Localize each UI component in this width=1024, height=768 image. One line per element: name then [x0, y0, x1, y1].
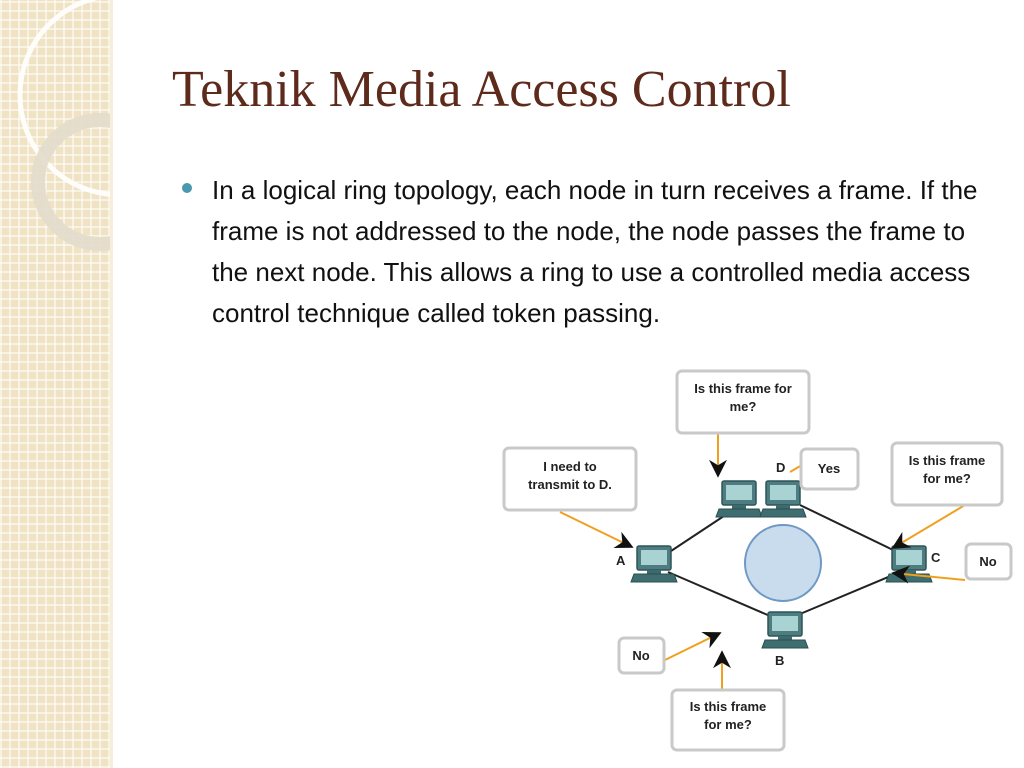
callout-d: Is this frame for me? [675, 369, 811, 435]
callout-a-line1: I need to [543, 459, 597, 474]
callout-b-reply: No [617, 636, 666, 675]
callout-b: Is this frame for me? [670, 688, 786, 752]
bullet-icon [182, 183, 192, 193]
callout-arrows [559, 433, 966, 693]
callout-b-line2: for me? [704, 717, 752, 732]
computer-d1-icon [715, 480, 763, 518]
callout-b-line1: Is this frame [690, 699, 767, 714]
node-label-b: B [775, 653, 784, 668]
callout-c: Is this frame for me? [890, 441, 1004, 507]
callout-c-line2: for me? [923, 471, 971, 486]
callout-d-reply-text: Yes [818, 461, 840, 476]
computer-d2-icon [759, 480, 807, 518]
callout-c-reply: No [964, 542, 1013, 581]
ring-links [667, 504, 894, 617]
node-label-d: D [776, 460, 785, 475]
bullet-text: In a logical ring topology, each node in… [212, 175, 978, 328]
callout-d-reply: Yes [799, 447, 860, 491]
computer-b-icon [761, 611, 809, 649]
callout-c-reply-text: No [979, 554, 996, 569]
slide-title: Teknik Media Access Control [172, 61, 791, 118]
decorative-circles [17, 0, 113, 251]
callout-c-line1: Is this frame [909, 453, 986, 468]
token-ring [744, 524, 822, 602]
callout-a: I need to transmit to D. [502, 446, 638, 512]
node-label-c: C [931, 550, 941, 565]
callout-a-line2: transmit to D. [528, 477, 612, 492]
callout-d-line1: Is this frame for [694, 381, 792, 396]
callout-b-reply-text: No [632, 648, 649, 663]
sidebar-edge [110, 0, 113, 768]
node-label-a: A [616, 553, 626, 568]
computer-a-icon [630, 545, 678, 583]
callout-d-line2: me? [730, 399, 757, 414]
decorative-sidebar [0, 0, 113, 768]
